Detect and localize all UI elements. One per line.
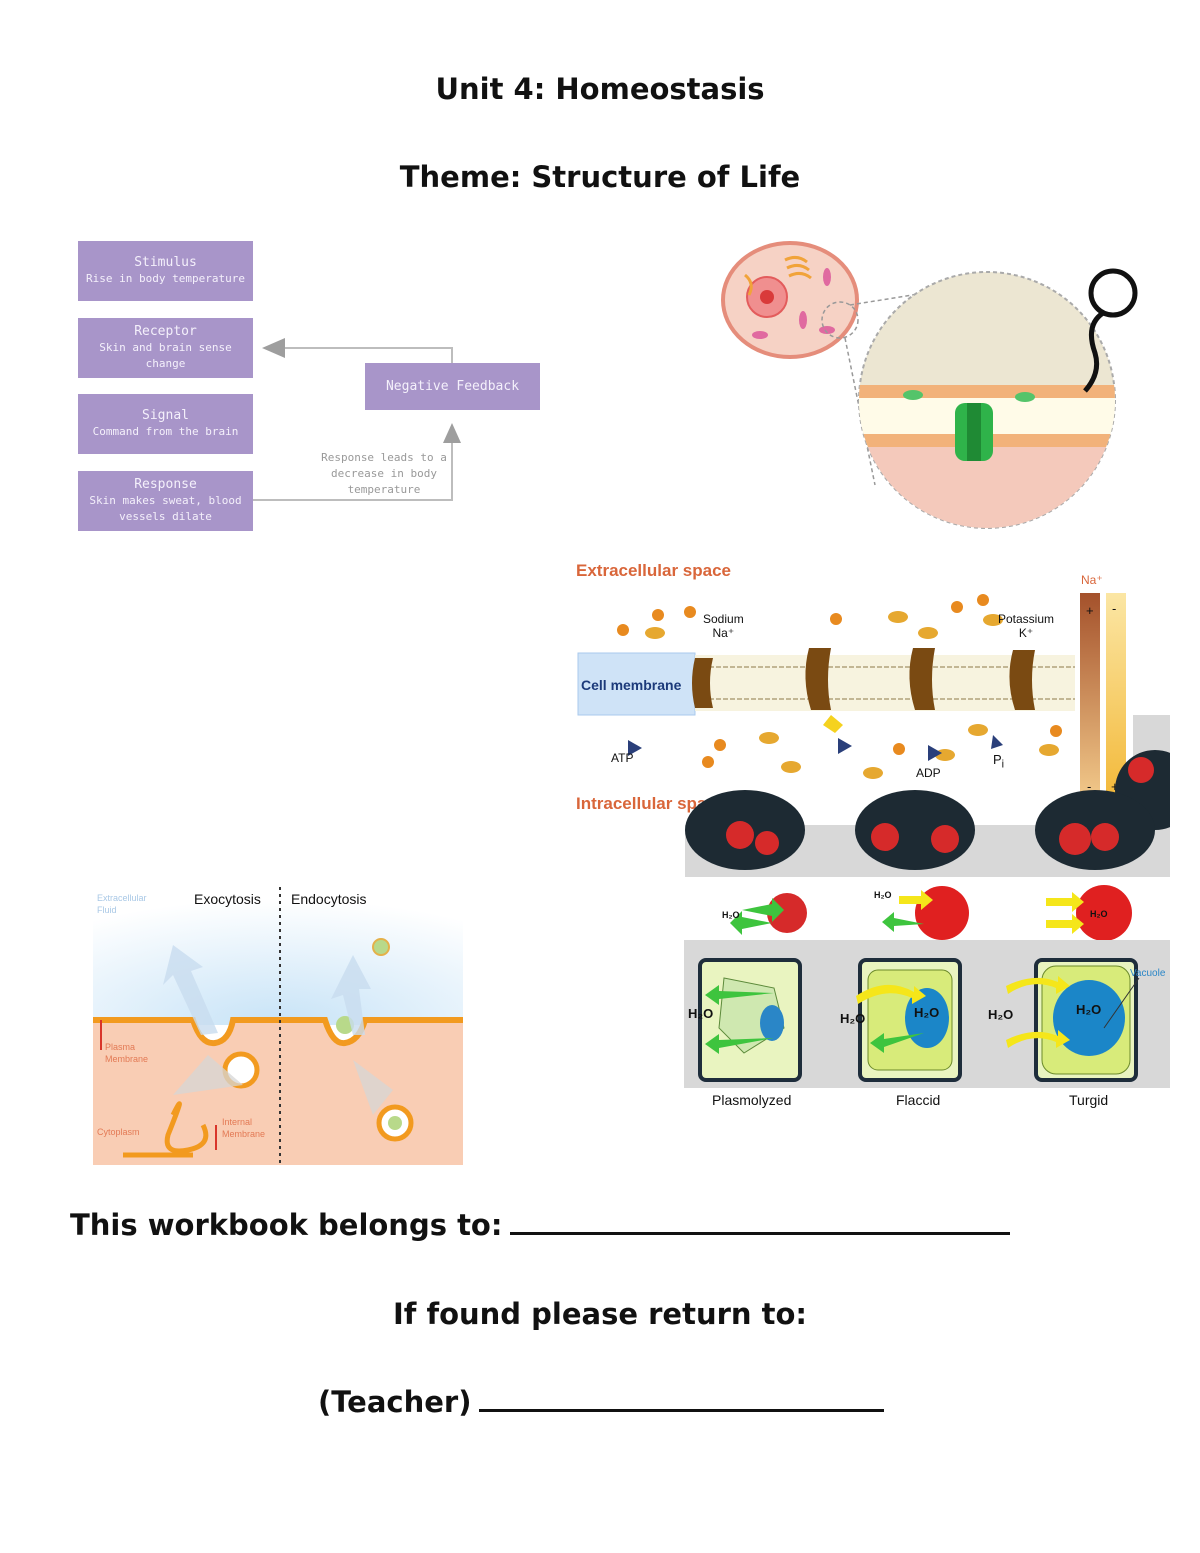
atp-label: ATP [611,751,634,765]
plasma-membrane-label: Plasma Membrane [105,1042,149,1064]
feedback-arrows [253,338,461,501]
minus-bottom: - [1087,779,1092,794]
teacher-name-blank[interactable] [479,1408,885,1412]
potassium-symbol: K⁺ [1018,626,1034,640]
water-label-1: H₂O [722,910,740,920]
red-blood-cells-strip [685,715,1170,877]
water-label-6: H₂O [914,1005,940,1020]
cytoplasm-label: Cytoplasm [97,1127,140,1137]
potassium-name: Potassium [998,612,1055,626]
water-label-5: H₂O [840,1011,866,1026]
pi-label: Pi [993,752,1004,771]
water-label-2: H₂O [874,890,892,900]
potassium-label: Potassium K⁺ [998,612,1054,640]
receptor-box: Receptor Skin and brain sense change [78,318,253,378]
turgid-label: Turgid [1069,1092,1109,1108]
sodium-symbol: Na⁺ [712,626,735,640]
flaccid-label: Flaccid [896,1092,941,1108]
return-label: If found please return to: [392,1297,808,1331]
plus-bottom: + [1111,779,1119,794]
response-title: Response [134,477,197,492]
signal-text: Command from the brain [92,425,239,438]
owner-name-blank[interactable] [510,1231,1011,1235]
water-label-4: H₂O [688,1006,714,1021]
sodium-potassium-pump: Extracellular space Intracellular space [573,555,1133,825]
response-text: Skin makes sweat, blood vessels dilate [89,494,242,523]
water-label-7: H₂O [988,1007,1014,1022]
adp-label: ADP [916,766,941,780]
page-title: Unit 4: Homeostasis [435,72,765,106]
signal-title: Signal [142,408,189,423]
receptor-text: Skin and brain sense change [99,341,232,370]
extracellular-label: Extracellular space [576,561,731,580]
plasmolyzed-label: Plasmolyzed [712,1092,792,1108]
response-box: Response Skin makes sweat, blood vessels… [78,471,253,531]
osmosis-diagram: H₂O H₂O H₂O H₂O H₂O H₂O H₂O H₂O Vacuole … [684,878,1170,1108]
extracellular-fluid-label: Extracellular Fluid [97,893,147,915]
sodium-name: Sodium [703,612,744,626]
pump-membrane-drawing [577,594,1075,779]
cell-membrane-illustration [721,241,1138,529]
pi-subscript: i [1001,758,1005,771]
teacher-line: (Teacher) [318,1385,885,1419]
owner-line: This workbook belongs to: [70,1208,1011,1242]
owner-label: This workbook belongs to: [70,1208,503,1242]
plus-top: + [1086,603,1094,618]
intracellular-label: Intracellular space [576,794,726,813]
stimulus-text: Rise in body temperature [86,272,245,285]
pi-text: P [993,752,1002,767]
teacher-label: (Teacher) [318,1385,472,1419]
potassium-gradient-bar [1106,593,1126,798]
stimulus-title: Stimulus [134,255,197,270]
signal-box: Signal Command from the brain [78,394,253,454]
endocytosis-label: Endocytosis [291,891,367,907]
negative-feedback-box: Negative Feedback [365,363,540,410]
page-subtitle: Theme: Structure of Life [399,160,801,194]
vacuole-label: Vacuole [1130,968,1166,979]
cytosis-drawing [93,885,463,1165]
exocytosis-label: Exocytosis [194,891,261,907]
water-label-3: H₂O [1090,909,1108,919]
cytosis-diagram: Extracellular Fluid Exocytosis Endocytos… [93,885,463,1165]
feedback-note: Response leads to a decrease in body tem… [321,451,447,496]
gradient-top-label: Na⁺ [1081,573,1103,587]
water-label-8: H₂O [1076,1002,1102,1017]
osmosis-drawing [684,885,1170,1088]
sodium-gradient-bar [1080,593,1100,798]
stimulus-box: Stimulus Rise in body temperature [78,241,253,301]
receptor-title: Receptor [134,324,197,339]
minus-top: - [1112,601,1117,616]
internal-membrane-label: Internal Membrane [222,1117,266,1139]
cell-membrane-label: Cell membrane [581,677,682,693]
sodium-label: Sodium Na⁺ [703,612,744,640]
